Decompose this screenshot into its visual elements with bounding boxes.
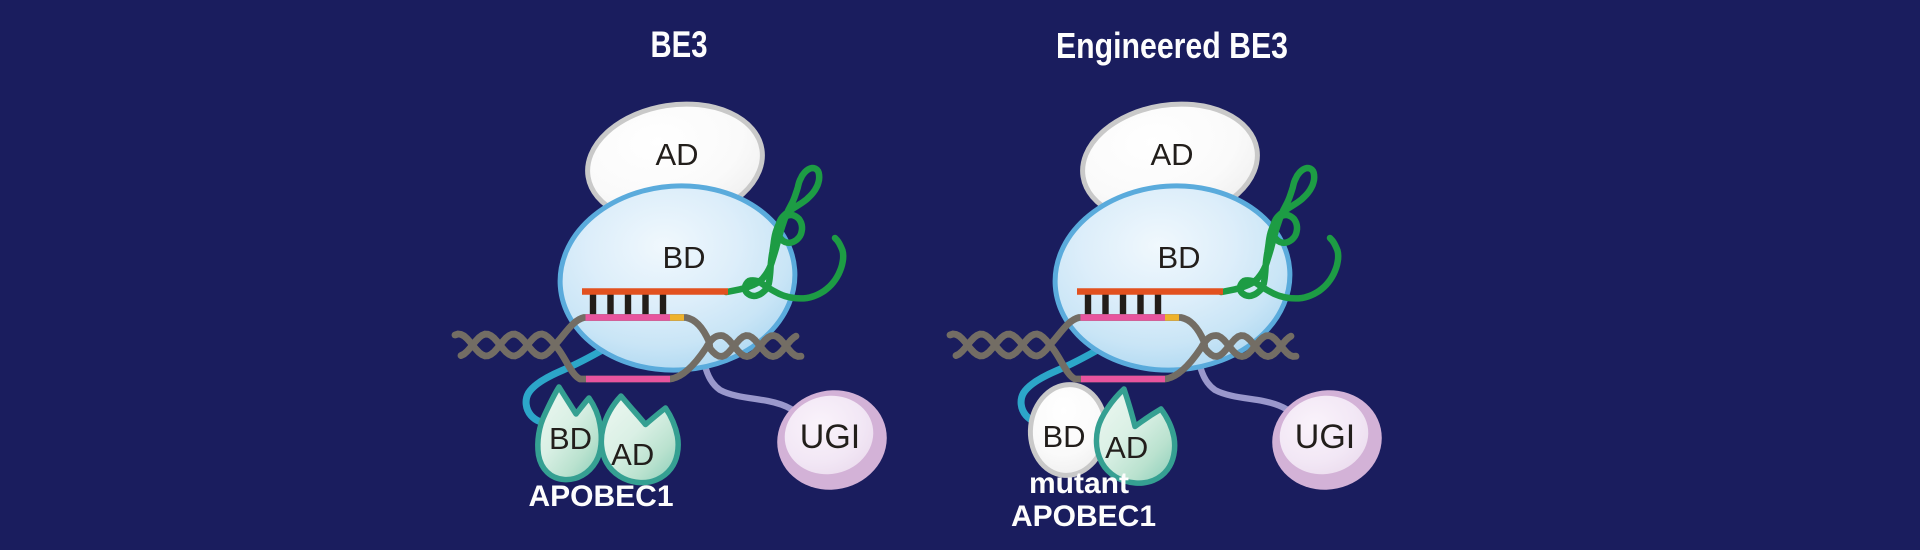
svg-text:UGI: UGI (800, 418, 860, 456)
svg-text:BD: BD (549, 421, 592, 456)
svg-text:AD: AD (655, 137, 698, 172)
svg-text:AD: AD (611, 437, 654, 472)
svg-text:BD: BD (662, 240, 705, 275)
svg-text:BD: BD (1042, 419, 1085, 454)
svg-text:BE3: BE3 (651, 24, 708, 65)
svg-text:APOBEC1: APOBEC1 (1011, 500, 1156, 533)
svg-text:UGI: UGI (1295, 418, 1355, 456)
svg-text:AD: AD (1105, 430, 1148, 465)
svg-text:mutant: mutant (1029, 467, 1129, 500)
svg-text:Engineered BE3: Engineered BE3 (1056, 25, 1288, 66)
svg-text:BD: BD (1157, 240, 1200, 275)
svg-text:AD: AD (1150, 137, 1193, 172)
svg-text:APOBEC1: APOBEC1 (528, 480, 673, 513)
